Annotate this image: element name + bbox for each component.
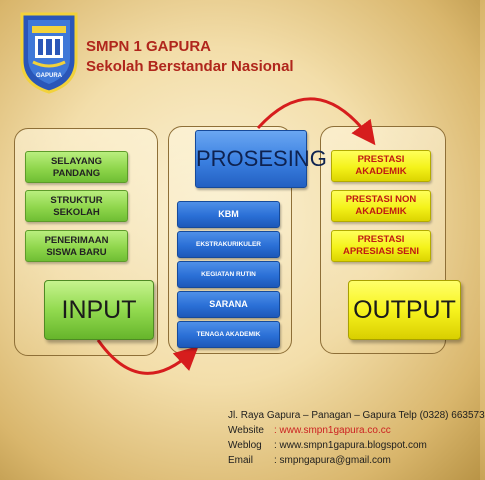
school-subtitle: Sekolah Berstandar Nasional [86, 58, 294, 75]
process-item-kegiatan-rutin[interactable]: KEGIATAN RUTIN [177, 261, 280, 288]
email-link[interactable]: : smpngapura@gmail.com [274, 455, 391, 466]
output-item-prestasi-akademik[interactable]: PRESTASI AKADEMIK [331, 150, 431, 182]
process-item-tenaga-akademik[interactable]: TENAGA AKADEMIK [177, 321, 280, 348]
output-item-prestasi-non-akademik[interactable]: PRESTASI NON AKADEMIK [331, 190, 431, 222]
output-item-prestasi-apresiasi-seni[interactable]: PRESTASI APRESIASI SENI [331, 230, 431, 262]
school-name: SMPN 1 GAPURA [86, 38, 212, 55]
prosesing-button[interactable]: PROSESING [195, 130, 327, 188]
logo-text: GAPURA [36, 73, 63, 79]
address-text: Jl. Raya Gapura – Panagan – Gapura Telp … [228, 410, 485, 421]
output-item-label: PRESTASI APRESIASI SENI [342, 234, 420, 257]
website-link[interactable]: : www.smpn1gapura.co.cc [274, 425, 391, 436]
output-item-label: PRESTASI NON AKADEMIK [345, 194, 417, 217]
weblog-label: Weblog [228, 440, 262, 451]
output-item-label: PRESTASI AKADEMIK [355, 154, 407, 177]
input-button[interactable]: INPUT [44, 280, 154, 340]
weblog-link[interactable]: : www.smpn1gapura.blogspot.com [274, 440, 427, 451]
email-label: Email [228, 455, 254, 466]
input-item-label: SELAYANG PANDANG [50, 156, 103, 179]
weblog-row: Weblog : www.smpn1gapura.blogspot.com [228, 438, 476, 453]
input-item-label: PENERIMAAN SISWA BARU [44, 235, 109, 258]
process-item-sarana[interactable]: SARANA [177, 291, 280, 318]
process-item-ekstrakurikuler[interactable]: EKSTRAKURIKULER [177, 231, 280, 258]
website-label: Website [228, 425, 264, 436]
website-row: Website : www.smpn1gapura.co.cc [228, 423, 476, 438]
output-button[interactable]: OUTPUT [348, 280, 461, 340]
email-row: Email : smpngapura@gmail.com [228, 453, 476, 468]
school-logo: GAPURA [20, 12, 78, 94]
input-item-struktur-sekolah[interactable]: STRUKTUR SEKOLAH [25, 190, 128, 222]
input-item-selayang-pandang[interactable]: SELAYANG PANDANG [25, 151, 128, 183]
input-item-penerimaan-siswa[interactable]: PENERIMAAN SISWA BARU [25, 230, 128, 262]
process-item-kbm[interactable]: KBM [177, 201, 280, 228]
input-item-label: STRUKTUR SEKOLAH [50, 195, 103, 218]
contact-footer: Jl. Raya Gapura – Panagan – Gapura Telp … [228, 408, 485, 468]
